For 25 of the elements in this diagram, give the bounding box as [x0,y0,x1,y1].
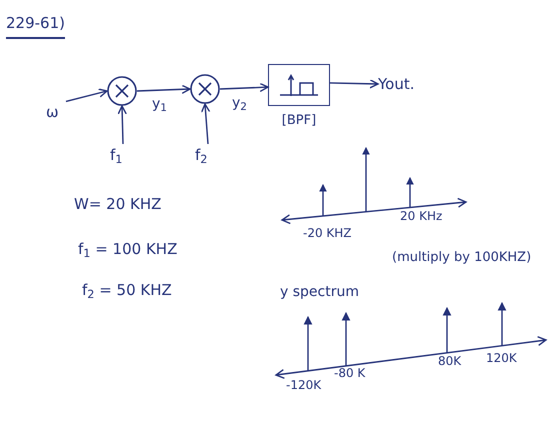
axis-tick-label: 120K [486,351,517,366]
parameter-value: f$_{2}$ = 50 KHZ [82,281,172,300]
arrow [220,82,269,92]
axis-tick-label: 20 KHz [400,209,442,224]
note: (multiply by 100KHZ) [392,250,532,266]
axis-tick-label: 80K [438,354,462,369]
multiplier-circle [190,74,220,104]
input-signal-label: ω [46,101,59,123]
output-signal-label: Yout. [378,73,415,95]
parameter-value: W= 20 KHZ [74,195,162,214]
multiplier-circle [107,76,137,106]
problem-number-heading: 229-61) [6,14,65,39]
plot-title: y spectrum [280,284,359,302]
parameter-value: f$_{1}$ = 100 KHZ [78,240,178,259]
carrier-frequency-label: f$_{1}$ [110,144,122,166]
axis-tick-label: -20 KHZ [303,226,352,241]
filter-label: [BPF] [282,114,316,127]
carrier-frequency-label: f$_{2}$ [195,144,208,166]
axis-tick-label: -80 K [334,366,366,381]
arrow [200,103,210,144]
axis-tick-label: -120K [286,378,322,393]
arrow [66,88,108,102]
arrow [136,84,191,94]
arrow [330,79,379,89]
arrow [118,105,127,144]
